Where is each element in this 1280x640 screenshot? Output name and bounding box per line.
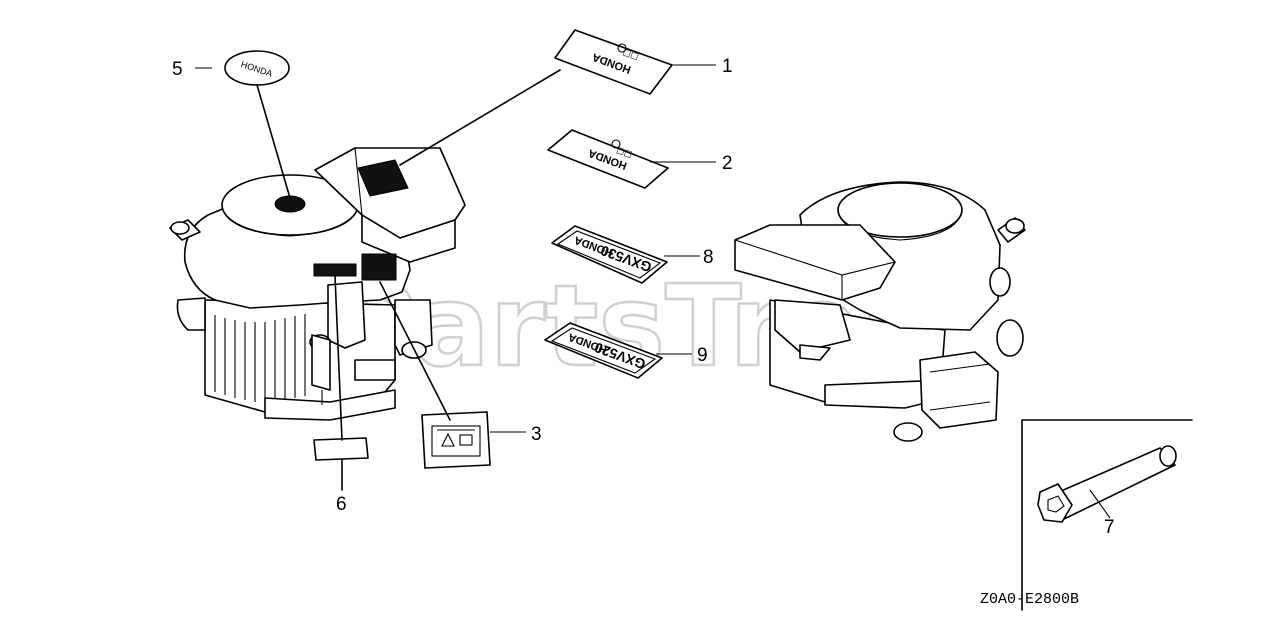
engine-left [169,147,466,421]
part-6-label[interactable] [313,437,369,461]
cooling-fins [214,314,306,404]
part-7-wrench[interactable] [1021,419,1193,611]
drawing-code: Z0A0-E2800B [980,591,1079,608]
decal-location-3 [361,253,397,281]
callouts: 1 2 3 5 6 7 8 9 [172,56,1115,538]
part-3-label[interactable] [421,411,491,469]
part-1-label[interactable]: HONDA ☐☐ [554,29,673,95]
callout-6[interactable]: 6 [336,494,347,515]
part-5-emblem[interactable]: HONDA [224,50,290,86]
manual-icon [459,434,473,446]
callout-2[interactable]: 2 [722,153,733,174]
part-2-label[interactable]: HONDA ☐☐ [547,129,669,189]
callout-1[interactable]: 1 [722,56,733,77]
callout-8[interactable]: 8 [703,247,714,268]
callout-3[interactable]: 3 [531,424,542,445]
engine-right [734,181,1026,442]
callout-7[interactable]: 7 [1104,517,1115,538]
callout-5[interactable]: 5 [172,59,183,80]
warning-icon [441,432,455,447]
part-8-label[interactable]: HONDA GXV530 [551,225,668,284]
decal-location-6 [313,263,357,277]
callout-9[interactable]: 9 [697,345,708,366]
leader-lines [195,64,1111,519]
